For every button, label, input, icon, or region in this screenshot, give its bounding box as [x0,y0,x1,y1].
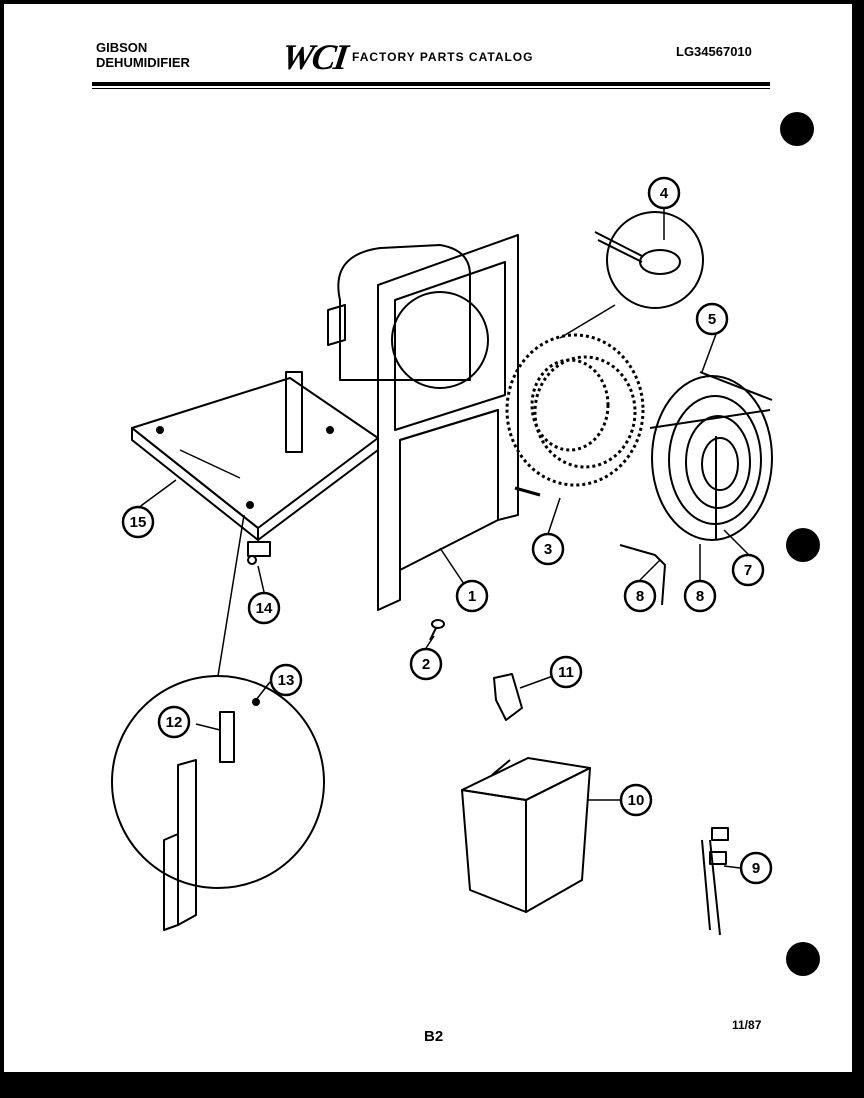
page-code: B2 [424,1028,444,1045]
model-number: LG34567010 [676,44,752,59]
scan-border-top [0,0,864,4]
scan-border-bottom [0,1072,864,1098]
heater-coil-drawing [505,333,645,497]
callout-label: 8 [636,588,644,605]
clip-drawing [247,541,271,565]
callout-15: 15 [121,505,155,539]
catalog-header: WCI FACTORY PARTS CATALOG [279,36,534,78]
brand-block: GIBSON DEHUMIDIFIER [96,40,190,70]
callout-13: 13 [269,663,303,697]
callout-10: 10 [619,783,653,817]
binder-hole-top [780,112,814,146]
screw-drawing [429,619,445,641]
base-plate-drawing [131,371,379,541]
wire-harness-drawing [701,827,729,936]
callout-label: 11 [558,664,574,681]
callout-label: 9 [752,860,760,877]
binder-hole-middle [786,528,820,562]
callout-label: 5 [708,311,716,328]
blower-housing-drawing [327,244,471,381]
float-drawing [493,673,523,721]
brand-name: GIBSON [96,40,148,55]
callout-2: 2 [409,647,443,681]
callout-label: 1 [468,588,476,605]
scan-border-right [852,0,864,1098]
callout-8: 8 [683,579,717,613]
callout-7: 7 [731,553,765,587]
header-rule [92,82,770,86]
callout-label: 13 [278,672,295,689]
callout-1: 1 [455,579,489,613]
callout-label: 14 [256,600,273,617]
callout-6: 8 [623,579,657,613]
water-bucket-drawing [461,757,591,913]
callout-4: 4 [647,176,681,210]
date-code: 11/87 [732,1018,762,1032]
front-panel-drawing [377,234,519,611]
fan-guard-drawing [649,371,773,541]
binder-hole-bottom [786,942,820,976]
callout-label: 8 [696,588,704,605]
callout-11: 11 [549,655,583,689]
callout-label: 10 [628,792,645,809]
callout-12: 12 [157,705,191,739]
switch-detail-drawing [111,514,325,931]
callout-3: 3 [531,532,565,566]
thermostat-detail-drawing [559,211,704,339]
callout-label: 4 [660,185,669,202]
callout-label: 15 [130,514,147,531]
leader-lines [137,208,751,869]
callout-14: 14 [247,591,281,625]
header-rule-thin [92,88,770,89]
catalog-title: FACTORY PARTS CATALOG [352,50,534,64]
callout-label: 2 [422,656,430,673]
product-type: DEHUMIDIFIER [96,55,190,70]
callout-5: 5 [695,302,729,336]
scan-border-left [0,0,4,1098]
callout-label: 12 [166,714,183,731]
callout-label: 3 [544,541,552,558]
callout-9: 9 [739,851,773,885]
callout-label: 7 [744,562,752,579]
